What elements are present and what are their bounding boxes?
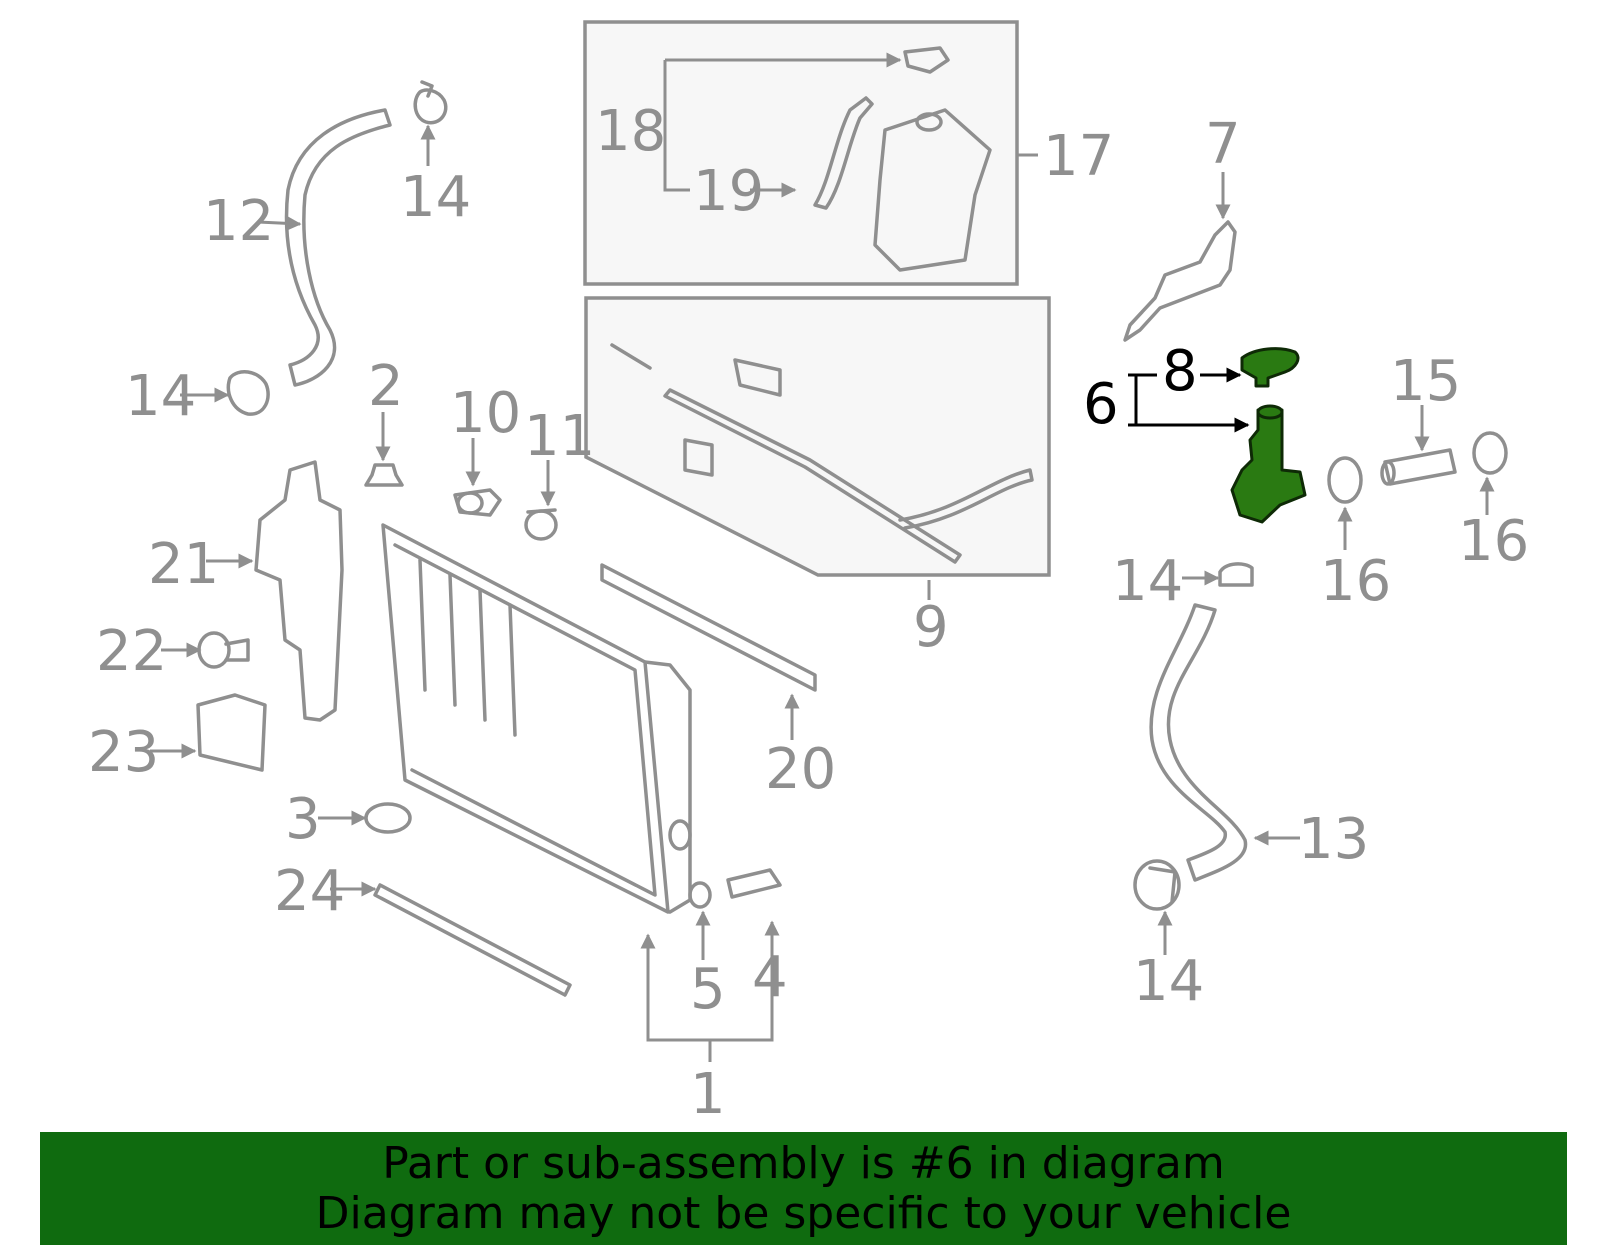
- callout-13: 13: [1298, 807, 1369, 872]
- radiator-cap-highlighted[interactable]: [1240, 347, 1300, 388]
- upper-support-bar[interactable]: [600, 563, 817, 692]
- callout-9: 9: [913, 595, 949, 660]
- callout-4: 4: [752, 945, 788, 1010]
- callout-2: 2: [368, 354, 404, 419]
- callout-labels: 1 2 3 4 5 6 7 8 9 10 11 12 13 14 14 14 1…: [88, 99, 1529, 1127]
- bypass-clamp-left[interactable]: [1327, 456, 1363, 504]
- banner-line-part-number: Part or sub-assembly is #6 in diagram: [382, 1137, 1225, 1189]
- drain-cock-plug[interactable]: [453, 488, 502, 517]
- bypass-pipe[interactable]: [610, 343, 1034, 564]
- callout-21: 21: [148, 532, 219, 597]
- info-banner: Part or sub-assembly is #6 in diagram Di…: [40, 1132, 1567, 1245]
- bypass-clamp-right[interactable]: [1472, 431, 1508, 475]
- callout-3: 3: [285, 787, 321, 852]
- hose-clamp-right-lower[interactable]: [1133, 859, 1181, 911]
- hose-clamp-left[interactable]: [226, 370, 270, 416]
- bypass-hose[interactable]: [1380, 448, 1457, 486]
- callout-11: 11: [524, 404, 595, 469]
- callout-7: 7: [1205, 112, 1241, 177]
- clip-fastener[interactable]: [197, 631, 250, 669]
- drain-gasket[interactable]: [688, 881, 712, 909]
- coolant-reservoir[interactable]: [873, 108, 992, 272]
- callout-14-right-lower: 14: [1133, 949, 1204, 1014]
- callout-16-left: 16: [1320, 549, 1391, 614]
- hose-clamp-top[interactable]: [413, 80, 448, 125]
- water-inlet-highlighted[interactable]: [1230, 404, 1307, 524]
- callout-17: 17: [1043, 124, 1114, 189]
- callout-1: 1: [690, 1062, 726, 1127]
- drain-cock-clamp[interactable]: [524, 508, 558, 541]
- lower-radiator-hose[interactable]: [1149, 603, 1248, 882]
- callout-19: 19: [693, 159, 764, 224]
- water-inlet-bracket[interactable]: [1123, 220, 1237, 342]
- upper-radiator-hose[interactable]: [284, 108, 392, 387]
- lower-seal[interactable]: [373, 883, 572, 997]
- callout-10: 10: [450, 381, 521, 446]
- callout-14-right-upper: 14: [1112, 549, 1183, 614]
- radiator-assembly[interactable]: [381, 523, 692, 914]
- callout-16-right: 16: [1458, 509, 1529, 574]
- pipe-group-box: [584, 296, 1051, 577]
- callout-22: 22: [96, 619, 167, 684]
- callout-8: 8: [1162, 339, 1198, 404]
- banner-line-disclaimer: Diagram may not be specific to your vehi…: [315, 1187, 1292, 1239]
- callout-14-top: 14: [400, 165, 471, 230]
- reservoir-hose[interactable]: [813, 96, 874, 210]
- callout-5: 5: [690, 957, 726, 1022]
- leader-lines: [150, 52, 1495, 1062]
- callout-15: 15: [1390, 349, 1461, 414]
- hose-clamp-right-upper[interactable]: [1218, 562, 1254, 587]
- radiator-support-cushion[interactable]: [364, 463, 404, 487]
- callout-12: 12: [203, 189, 274, 254]
- callout-14-left: 14: [125, 364, 196, 429]
- reservoir-group-box: [583, 20, 1019, 286]
- callout-18: 18: [595, 99, 666, 164]
- reservoir-cap[interactable]: [903, 46, 950, 74]
- callout-23: 23: [88, 720, 159, 785]
- air-guide-bracket[interactable]: [196, 693, 267, 772]
- drain-plug[interactable]: [726, 868, 782, 899]
- lower-support-cushion[interactable]: [364, 802, 412, 834]
- callout-24: 24: [274, 859, 345, 924]
- callout-20: 20: [765, 737, 836, 802]
- callout-6: 6: [1083, 372, 1119, 437]
- air-guide-left[interactable]: [254, 460, 344, 722]
